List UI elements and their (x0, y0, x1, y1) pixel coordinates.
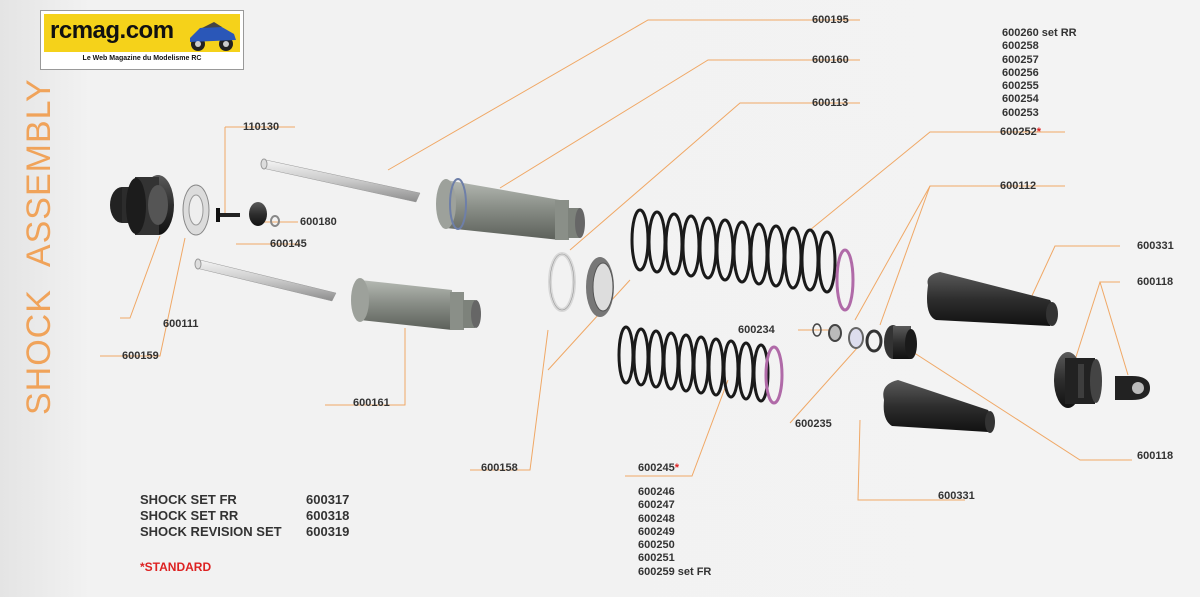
spring-rr-item: 600253 (1002, 106, 1039, 119)
spring-fr-item: 600246 (638, 486, 675, 498)
label-600245-code: 600245 (638, 462, 675, 474)
spring-rr-item: 600260 set RR (1002, 27, 1077, 39)
spring-fr-item: 600249 (638, 525, 675, 538)
spring-fr-item: 600259 set FR (638, 565, 712, 578)
label-110130: 110130 (243, 121, 280, 133)
label-600118-top: 600118 (1137, 276, 1174, 288)
spring-fr-item: 600251 (638, 552, 675, 565)
label-600158: 600158 (481, 462, 518, 474)
spring-top (630, 208, 855, 312)
leader-lines (100, 19, 1132, 501)
standard-star: * (1036, 126, 1041, 138)
set-name: SHOCK SET RR (140, 508, 239, 523)
label-600235: 600235 (795, 418, 832, 430)
label-600145: 600145 (270, 238, 307, 250)
label-600331-bottom: 600331 (938, 490, 975, 502)
rod-end-part (1054, 352, 1150, 408)
washer-parts (812, 323, 883, 353)
label-600160: 600160 (812, 54, 849, 66)
shock-shaft-top (260, 158, 421, 203)
label-600195: 600195 (812, 14, 849, 26)
logo-tagline: Le Web Magazine du Modelisme RC (82, 55, 202, 62)
set-name: SHOCK SET FR (140, 492, 237, 507)
spring-fr-list: 600246 600247 600248 600249 600250 60025… (638, 486, 711, 579)
standard-star: * (674, 462, 679, 474)
shock-boot-top (927, 272, 1058, 326)
label-600331-top: 600331 (1137, 240, 1174, 252)
label-600161: 600161 (353, 397, 390, 409)
spring-bottom (617, 325, 784, 405)
rcmag-logo: rcmag.com Le Web Magazine du Modelisme R… (40, 10, 244, 70)
standard-note: *STANDARD (140, 560, 212, 574)
shock-sets-table: SHOCK SET FR 600317 SHOCK SET RR 600318 SH… (140, 492, 349, 540)
spring-rr-item: 600257 (1002, 53, 1039, 66)
spring-rr-item: 600256 (1002, 66, 1039, 79)
logo-text: rcmag.com (50, 17, 174, 44)
piston-part (216, 202, 280, 227)
bottom-cap-part (884, 325, 917, 359)
spring-fr-item: 600248 (638, 512, 675, 525)
spring-rr-list: 600260 set RR 600258 600257 600256 60025… (1002, 27, 1077, 120)
label-600180: 600180 (300, 216, 337, 228)
label-600245: 600245* (638, 462, 679, 474)
shock-boot-bottom (883, 380, 995, 433)
spring-rr-item: 600255 (1002, 80, 1039, 93)
spring-rr-item: 600254 (1002, 93, 1039, 106)
label-600113: 600113 (812, 97, 849, 109)
shock-body-bottom (351, 278, 481, 330)
label-600112: 600112 (1000, 180, 1037, 192)
set-code: 600319 (306, 524, 350, 539)
spring-fr-item: 600250 (638, 539, 675, 552)
shock-body-top (436, 178, 585, 240)
shock-ring-part (182, 184, 210, 236)
set-code: 600318 (306, 508, 350, 523)
set-row: SHOCK SET RR 600318 (140, 508, 349, 524)
label-600234: 600234 (738, 324, 775, 336)
car-icon (190, 22, 236, 51)
set-name: SHOCK REVISION SET (140, 524, 282, 539)
shock-cap-part (110, 175, 174, 235)
set-code: 600317 (306, 492, 350, 507)
set-row: SHOCK SET FR 600317 (140, 492, 349, 508)
label-600159: 600159 (122, 350, 159, 362)
set-row: SHOCK REVISION SET 600319 (140, 524, 349, 540)
label-600111: 600111 (163, 318, 199, 330)
shock-shaft-bottom (194, 258, 337, 302)
label-600252-code: 600252 (1000, 126, 1037, 138)
logo-banner: rcmag.com (44, 14, 240, 52)
label-600252: 600252* (1000, 126, 1041, 138)
spring-collar-part (548, 252, 614, 317)
spring-rr-item: 600258 (1002, 40, 1039, 53)
spring-fr-item: 600247 (638, 499, 675, 512)
label-600118-bottom: 600118 (1137, 450, 1174, 462)
